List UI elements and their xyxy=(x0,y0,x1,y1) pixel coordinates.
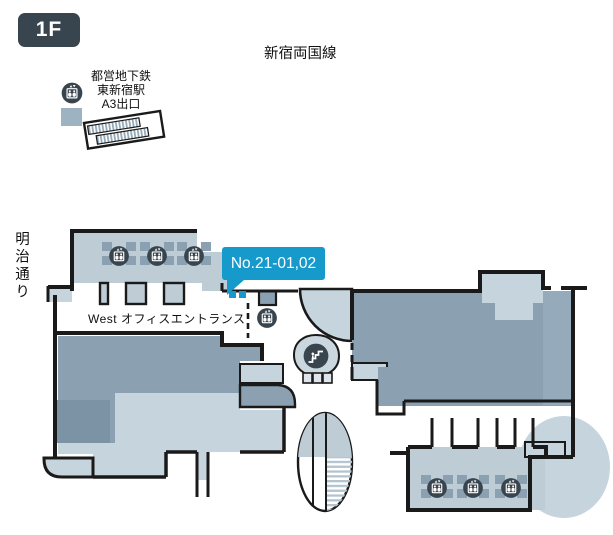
elevator-icon xyxy=(146,245,168,267)
stairs-oval xyxy=(296,411,354,513)
map-icons xyxy=(61,82,522,499)
elevator-icon xyxy=(500,477,522,499)
subway-exit-label: 都営地下鉄 東新宿駅 A3出口 xyxy=(84,69,158,112)
elevator-shafts-west xyxy=(102,242,211,265)
elevator-icon xyxy=(108,245,130,267)
subway-exit-line1: 都営地下鉄 xyxy=(90,69,151,83)
center-landing-square xyxy=(257,289,278,307)
room-callout-label: No.21-01,02 xyxy=(230,254,317,272)
room-callout[interactable]: No.21-01,02 xyxy=(222,247,325,295)
elevator-icon xyxy=(256,307,278,329)
elevator-icon xyxy=(426,477,448,499)
west-entrance-label: West オフィスエントランス xyxy=(88,312,246,326)
elevator-icon xyxy=(183,245,205,267)
exit-stairs-icon xyxy=(82,109,166,151)
street-label-left: 明治通り xyxy=(13,231,29,301)
subway-exit-line3: A3出口 xyxy=(101,96,141,111)
subway-exit-square xyxy=(61,108,82,126)
elevator-icon xyxy=(462,477,484,499)
south-east-area xyxy=(408,416,610,518)
door-swing-arc xyxy=(298,287,354,343)
street-label-top: 新宿両国線 xyxy=(264,46,337,62)
walls xyxy=(46,229,587,512)
elevator-shafts-south xyxy=(421,475,527,498)
subway-elevator-icon xyxy=(61,82,83,104)
east-building xyxy=(351,272,572,406)
subway-exit-line2: 東新宿駅 xyxy=(96,82,145,97)
floor-badge: 1F xyxy=(18,13,80,47)
escalator-icon xyxy=(303,343,329,369)
callout-tail xyxy=(227,280,244,295)
